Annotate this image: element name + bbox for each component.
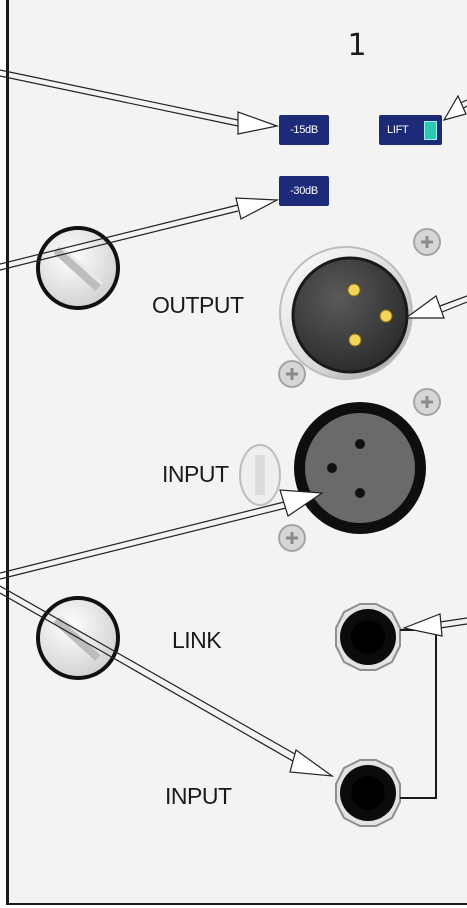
lift-label: LIFT xyxy=(387,124,409,136)
callout-arrow xyxy=(401,613,467,637)
jack-link-socket-icon xyxy=(335,603,401,671)
ground-lift-button[interactable]: LIFT xyxy=(379,115,442,145)
jack-input-label: INPUT xyxy=(165,783,232,809)
mounting-screw-top-icon xyxy=(36,226,120,310)
phillips-screw-icon xyxy=(413,228,441,256)
pad-15db-button[interactable]: -15dB xyxy=(279,115,329,145)
callout-arrow xyxy=(0,197,280,271)
xlr-output-connector-icon xyxy=(279,246,413,380)
xlr-input-label: INPUT xyxy=(162,461,229,487)
jack-link-label: LINK xyxy=(172,627,222,653)
lift-led-indicator xyxy=(424,121,437,140)
jack-input-socket-icon xyxy=(335,759,401,827)
callout-arrow xyxy=(0,585,335,777)
phillips-screw-icon xyxy=(413,388,441,416)
callout-arrow xyxy=(0,489,324,580)
callout-arrow xyxy=(442,94,467,121)
xlr-output-label: OUTPUT xyxy=(152,292,244,318)
jack-link-wire xyxy=(400,629,437,799)
callout-arrow xyxy=(0,69,280,135)
channel-number: 1 xyxy=(347,28,367,63)
callout-arrow xyxy=(404,295,467,319)
xlr-input-connector-icon xyxy=(239,402,426,534)
pad-30db-button[interactable]: -30dB xyxy=(279,176,329,206)
phillips-screw-icon xyxy=(278,360,306,388)
phillips-screw-icon xyxy=(278,524,306,552)
